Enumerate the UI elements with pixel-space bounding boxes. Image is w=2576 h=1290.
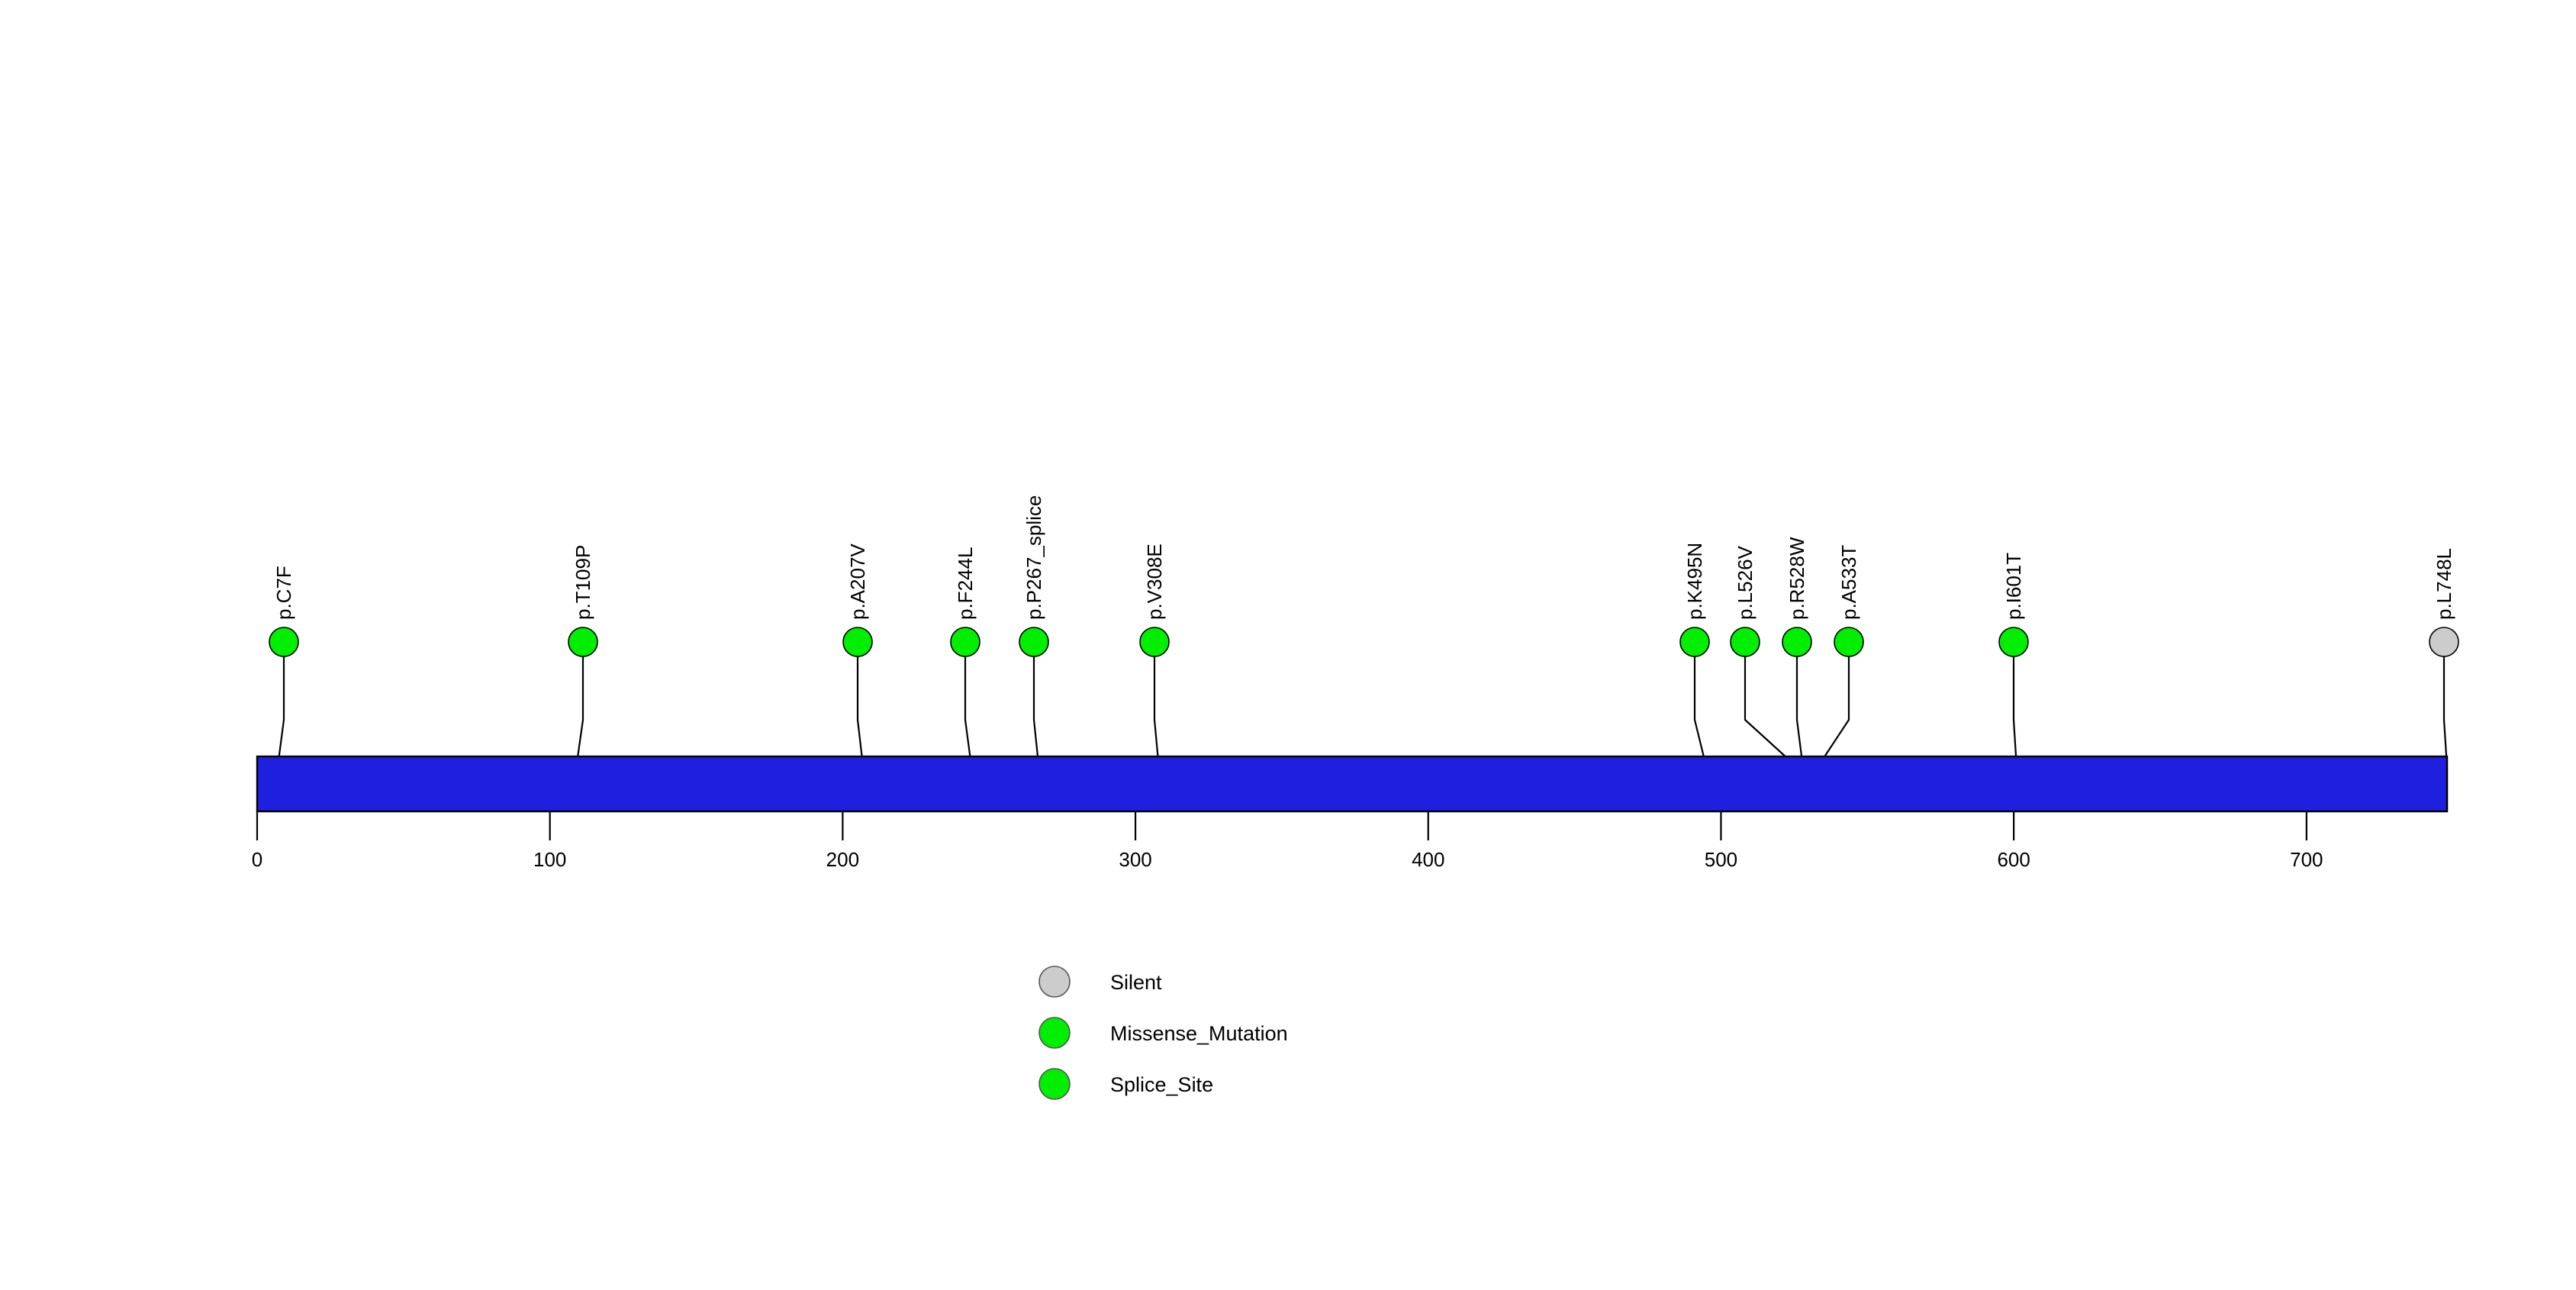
axis-tick-label: 200 [826,848,859,871]
mutation-label: p.T109P [572,545,594,620]
mutation-label: p.P267_splice [1022,495,1045,620]
legend-swatch[interactable] [1038,1017,1071,1049]
legend-label: Splice_Site [1110,1073,1213,1096]
mutation-labels-group: p.C7F p.T109P p.A207V p.F244L p.P267_splice p… [272,495,2455,620]
legend-swatch[interactable] [1038,1068,1071,1100]
mutation-label: p.V308E [1143,543,1166,620]
lollipop-head[interactable] [2429,627,2459,657]
mutation-label: p.A533T [1837,545,1860,620]
axis-tick-label: 400 [1412,848,1444,871]
mutation-label: p.I601T [2002,553,2025,620]
mutation-label: p.F244L [954,547,977,620]
mutation-label: p.K495N [1683,543,1706,620]
mutation-label: p.L526V [1734,545,1757,620]
lollipop-head[interactable] [1730,627,1760,657]
legend-swatch[interactable] [1038,966,1071,998]
axis-tick-label: 700 [2290,848,2323,871]
lollipop-head[interactable] [1834,627,1864,657]
lollipop-head[interactable] [1139,627,1170,657]
axis-tick-label: 0 [252,848,262,871]
lollipop-head[interactable] [1679,627,1710,657]
axis-tick-label: 300 [1119,848,1151,871]
legend-label: Silent [1110,971,1162,994]
lollipop-head[interactable] [950,627,980,657]
axis-tick-label: 600 [1997,848,2030,871]
lollipop-head[interactable] [1782,627,1812,657]
protein-bar [256,755,2449,813]
lollipop-head[interactable] [842,627,873,657]
mutation-label: p.A207V [846,543,869,620]
mutation-label: p.L748L [2433,548,2455,620]
mutation-label: p.C7F [272,566,295,620]
axis-tick-label: 100 [533,848,566,871]
lollipop-head[interactable] [568,627,598,657]
lollipop-head[interactable] [1019,627,1049,657]
axis-tick-label: 500 [1705,848,1737,871]
x-axis-group: 0 100 200 300 400 500 600 700 [252,811,2323,871]
lollipop-heads-group [269,627,2459,657]
legend-label: Missense_Mutation [1110,1022,1288,1045]
lollipop-head[interactable] [269,627,299,657]
protein-domain-group [256,755,2449,813]
lollipop-head[interactable] [1998,627,2029,657]
mutation-label: p.R528W [1785,537,1808,620]
